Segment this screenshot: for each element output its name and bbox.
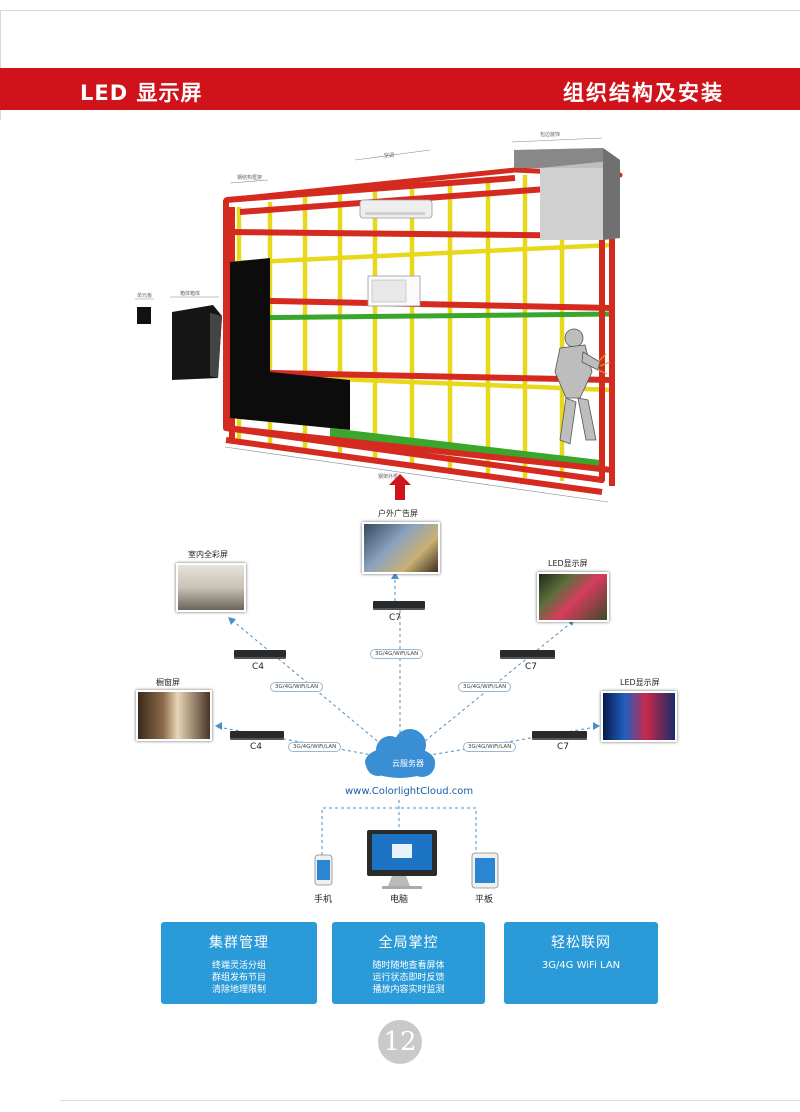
left-rule (0, 10, 1, 120)
label-aircon: 空调 (384, 153, 395, 159)
feature-easy-networking: 轻松联网 3G/4G WiFi LAN (504, 922, 658, 1004)
header-banner-left (0, 68, 290, 110)
feature-title: 轻松联网 (551, 935, 611, 951)
label-unit-module: 单元板 (137, 293, 153, 299)
indoor-screen-photo (176, 563, 246, 612)
connection-tag-lower-right: 3G/4G/WiFi/LAN (463, 742, 517, 752)
controller-c4-lower (230, 731, 284, 738)
led-screen-photo-bottom (601, 691, 677, 742)
controller-c7-top (373, 601, 425, 608)
label-steel-outer-frame: 钢架外框 (378, 474, 399, 480)
label-edge-decoration: 包边装饰 (540, 132, 561, 138)
top-rule (0, 10, 800, 11)
feature-title: 集群管理 (209, 935, 269, 951)
connection-tag-upper-left: 3G/4G/WiFi/LAN (270, 682, 324, 692)
controller-c7-top-label: C7 (389, 613, 402, 623)
feature-line: 清除地理限制 (211, 985, 266, 995)
window-screen-label: 橱窗屏 (156, 678, 180, 687)
indoor-screen-label: 室内全彩屏 (188, 550, 228, 559)
feature-line: 群组发布节目 (211, 973, 266, 983)
led-screen-photo-top (537, 572, 609, 622)
header-banner-right (252, 68, 800, 110)
outdoor-ad-screen-photo (362, 522, 440, 574)
feature-cluster-management: 集群管理 终端灵活分组 群组发布节目 清除地理限制 (161, 922, 317, 1004)
feature-global-control: 全局掌控 随时随地查看屏体 运行状态即时反馈 播放内容实时监测 (332, 922, 485, 1004)
cloud-server-label: 云服务器 (392, 759, 424, 768)
bottom-rule (60, 1100, 800, 1101)
header-title-left: LED 显示屏 (80, 81, 203, 105)
feature-line: 3G/4G WiFi LAN (541, 960, 621, 971)
feature-line: 播放内容实时监测 (372, 985, 445, 995)
feature-line: 运行状态即时反馈 (372, 973, 445, 983)
outdoor-ad-screen-label: 户外广告屏 (378, 509, 418, 518)
controller-c7-right-upper (500, 650, 555, 657)
phone-label: 手机 (314, 895, 333, 905)
connection-tag-top: 3G/4G/WiFi/LAN (370, 649, 424, 659)
feature-line: 终端灵活分组 (211, 961, 266, 971)
controller-c4-upper (234, 650, 286, 657)
computer-label: 电脑 (390, 895, 409, 905)
label-steel-frame: 钢结构框架 (237, 175, 263, 181)
controller-c4-upper-label: C4 (252, 662, 265, 672)
controller-c7-right-lower-label: C7 (557, 742, 570, 752)
feature-title: 全局掌控 (378, 935, 439, 951)
connection-tag-lower-left: 3G/4G/WiFi/LAN (288, 742, 342, 752)
header-title-right: 组织结构及安装 (563, 81, 724, 105)
feature-line: 随时随地查看屏体 (372, 961, 445, 971)
controller-c7-right-lower (532, 731, 587, 738)
page-number: 12 (378, 1020, 422, 1064)
tablet-label: 平板 (475, 895, 494, 905)
cloud-url: www.ColorlightCloud.com (345, 786, 474, 797)
led-screen-label-bottom: LED显示屏 (620, 678, 660, 687)
led-screen-label-top: LED显示屏 (548, 559, 588, 568)
controller-c4-lower-label: C4 (250, 742, 263, 752)
connection-tag-upper-right: 3G/4G/WiFi/LAN (458, 682, 512, 692)
label-cabinet: 箱体箱体 (180, 291, 201, 297)
window-screen-photo (136, 690, 212, 741)
controller-c7-right-upper-label: C7 (525, 662, 538, 672)
